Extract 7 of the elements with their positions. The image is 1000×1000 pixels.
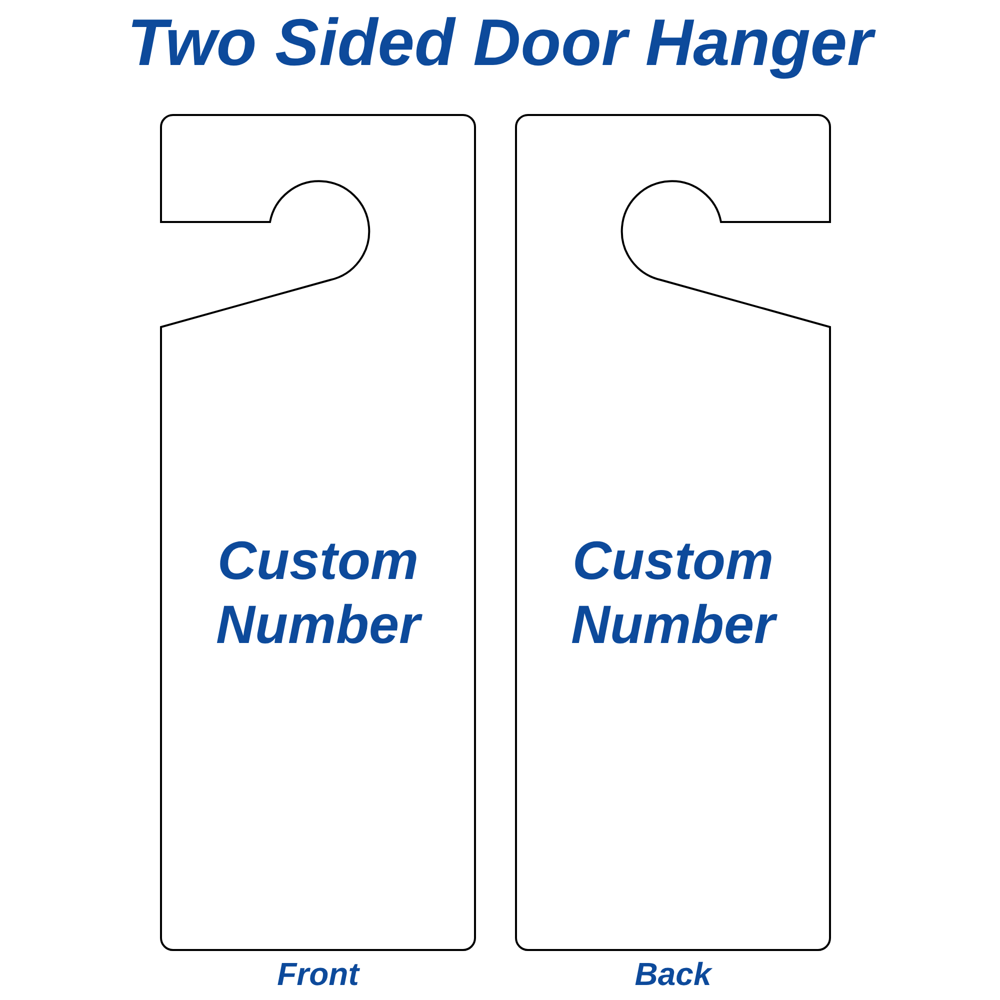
hanger-text: Custom Number [214,530,424,657]
caption-label: Back [634,955,714,994]
hanger-text: Custom Number [570,530,778,657]
title: Two Sided Door Hanger [0,2,1000,82]
door-hanger [515,114,831,951]
door-hanger [160,114,476,951]
caption-label: Front [276,955,361,994]
